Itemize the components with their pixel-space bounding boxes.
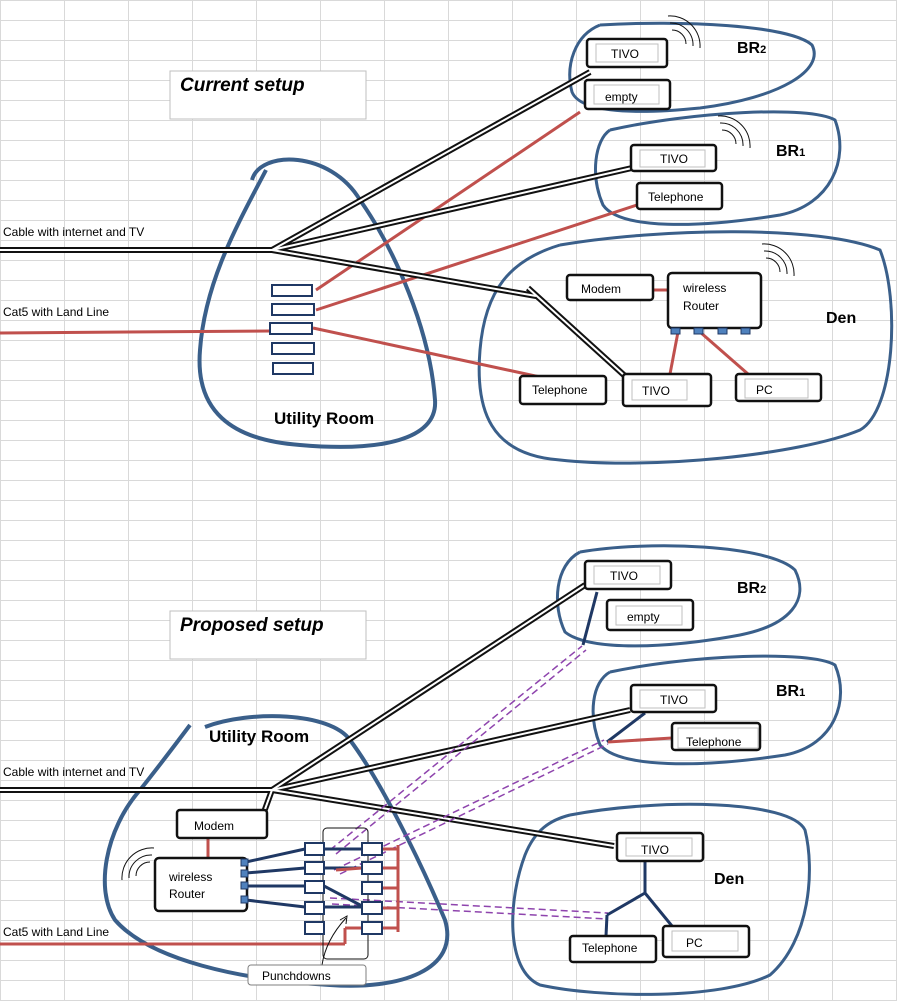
- proposed-cable-label: Cable with internet and TV: [3, 765, 144, 779]
- current-setup-section: Current setup: [0, 15, 894, 465]
- router-ports: [670, 327, 751, 335]
- proposed-title-box: [169, 610, 367, 660]
- svg-text:TIVO: TIVO: [610, 569, 638, 583]
- proposed-br2-tivo: TIVO: [583, 559, 673, 591]
- proposed-phone-lines: [0, 736, 673, 946]
- current-title: Current setup: [180, 75, 305, 96]
- current-den-pc: PC: [734, 372, 823, 403]
- svg-text:TIVO: TIVO: [660, 152, 688, 166]
- proposed-cat5-label: Cat5 with Land Line: [3, 925, 109, 939]
- current-br2-tivo-wireless-icon: [667, 15, 701, 49]
- current-den-label: Den: [826, 310, 856, 327]
- current-br1-tivo: TIVO: [629, 143, 718, 173]
- proposed-dashed-runs: [329, 645, 609, 920]
- current-br1-label: BR1: [776, 143, 805, 160]
- proposed-utility-room-label: Utility Room: [209, 727, 309, 746]
- proposed-den-telephone: Telephone: [568, 934, 658, 964]
- proposed-cable-lines: [0, 582, 631, 849]
- proposed-router-ports: [240, 858, 249, 904]
- svg-text:Modem: Modem: [581, 282, 621, 296]
- proposed-punchdown-blocks-right: [361, 842, 383, 935]
- proposed-den-label: Den: [714, 871, 744, 888]
- current-br1-tivo-wireless-icon: [717, 115, 751, 149]
- br1-room-outline: [594, 110, 842, 226]
- den-room-outline: [477, 230, 894, 465]
- current-den-wireless-router: wireless Router: [666, 271, 763, 335]
- current-br2-label: BR2: [737, 40, 766, 57]
- svg-text:Router: Router: [683, 299, 719, 313]
- svg-text:empty: empty: [605, 90, 638, 104]
- svg-text:wireless: wireless: [682, 281, 726, 295]
- svg-text:Router: Router: [169, 887, 205, 901]
- svg-text:empty: empty: [627, 610, 660, 624]
- proposed-den-pc: PC: [661, 924, 751, 959]
- proposed-br1-label: BR1: [776, 683, 805, 700]
- punchdowns-label-box: Punchdowns: [247, 964, 367, 986]
- proposed-br2-empty: empty: [605, 598, 695, 632]
- svg-text:wireless: wireless: [168, 870, 212, 884]
- svg-text:Telephone: Telephone: [648, 190, 704, 204]
- current-cat5-label: Cat5 with Land Line: [3, 305, 109, 319]
- proposed-br1-telephone: Telephone: [670, 721, 762, 752]
- current-punchdown-blocks: [269, 284, 315, 375]
- current-br2-tivo: TIVO: [585, 37, 669, 69]
- current-cable-label: Cable with internet and TV: [3, 225, 144, 239]
- svg-text:Telephone: Telephone: [532, 383, 588, 397]
- proposed-den-room-outline: [511, 802, 811, 996]
- current-utility-room-label: Utility Room: [274, 409, 374, 428]
- svg-text:TIVO: TIVO: [642, 384, 670, 398]
- utility-room-outline: [197, 157, 438, 449]
- current-den-modem: Modem: [565, 273, 655, 302]
- current-br2-empty: empty: [583, 78, 672, 111]
- punchdowns-pointer-arrowhead: [339, 915, 348, 925]
- current-title-box: [169, 70, 367, 120]
- current-router-wireless-icon: [761, 243, 795, 277]
- proposed-title: Proposed setup: [180, 615, 324, 636]
- proposed-br1-tivo: TIVO: [629, 683, 718, 714]
- proposed-ethernet-lines: [245, 591, 674, 937]
- svg-text:TIVO: TIVO: [611, 47, 639, 61]
- current-cable-lines: [0, 69, 633, 379]
- svg-text:Telephone: Telephone: [686, 735, 742, 749]
- proposed-wireless-router: wireless Router: [153, 856, 249, 913]
- svg-text:Modem: Modem: [194, 819, 234, 833]
- current-den-tivo: TIVO: [621, 372, 713, 408]
- proposed-modem: Modem: [175, 808, 269, 840]
- proposed-br2-room-outline: [555, 544, 802, 648]
- current-den-telephone: Telephone: [518, 374, 608, 406]
- svg-text:Telephone: Telephone: [582, 941, 638, 955]
- current-br1-telephone: Telephone: [635, 181, 724, 211]
- proposed-br2-label: BR2: [737, 580, 766, 597]
- proposed-den-tivo: TIVO: [615, 831, 705, 863]
- svg-text:TIVO: TIVO: [660, 693, 688, 707]
- current-phone-lines: [0, 110, 749, 379]
- punchdowns-pointer: [321, 917, 347, 966]
- proposed-punchdown-blocks-left: [304, 842, 325, 935]
- svg-text:PC: PC: [756, 383, 773, 397]
- proposed-router-wireless-icon: [121, 847, 155, 881]
- proposed-setup-section: Proposed setup: [0, 544, 843, 996]
- proposed-br1-room-outline: [591, 654, 843, 766]
- svg-text:TIVO: TIVO: [641, 843, 669, 857]
- svg-text:Punchdowns: Punchdowns: [262, 969, 331, 983]
- svg-text:PC: PC: [686, 936, 703, 950]
